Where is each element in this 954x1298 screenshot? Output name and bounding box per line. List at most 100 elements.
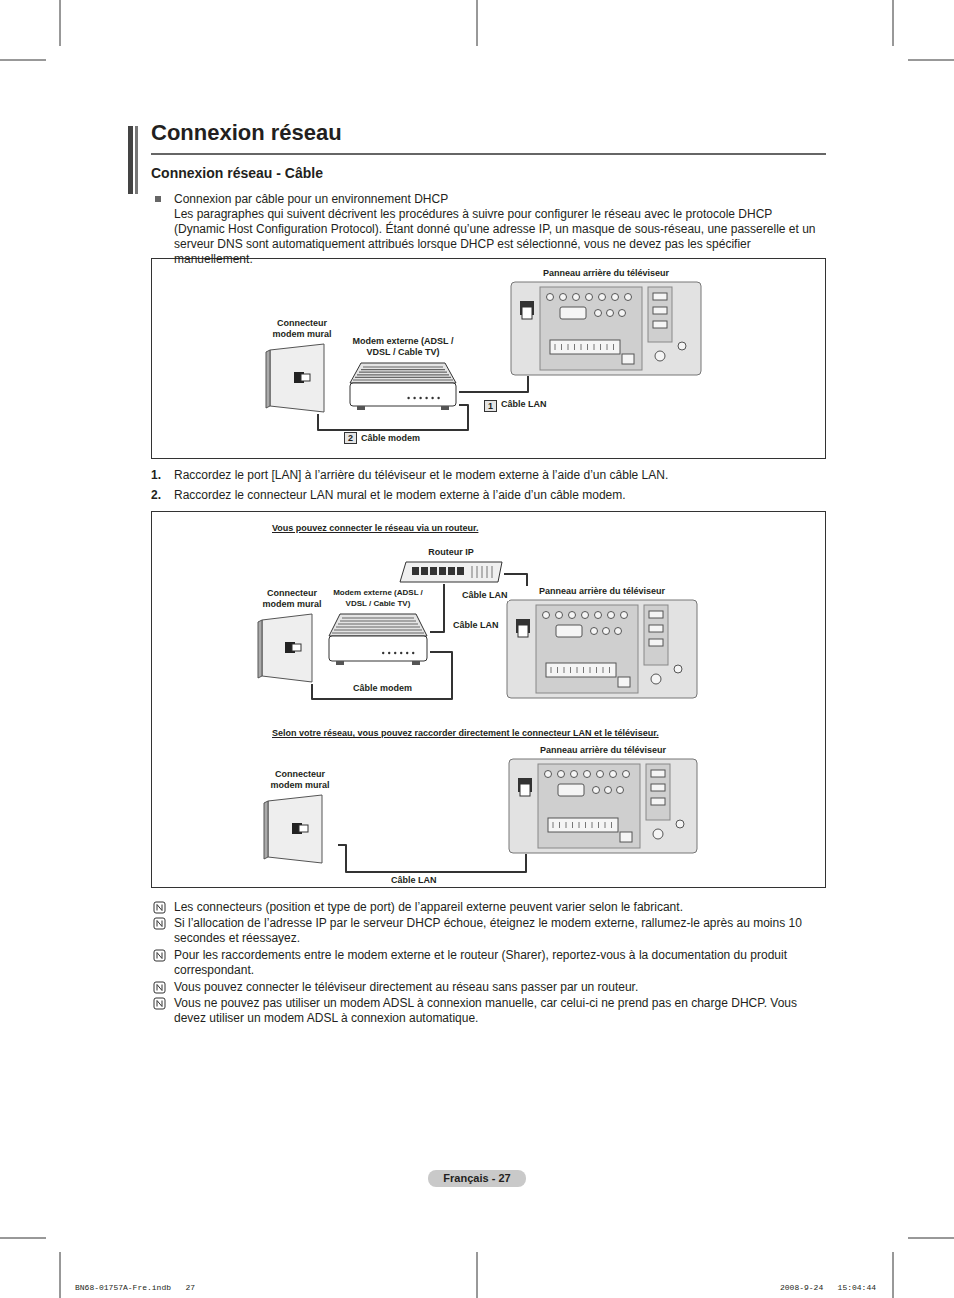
router-port — [457, 567, 464, 575]
modem-led — [394, 652, 396, 654]
antenna-port — [655, 351, 665, 361]
scart-pin — [594, 344, 595, 350]
router-port — [448, 567, 455, 575]
figure-frame — [152, 259, 826, 459]
crop-mark — [477, 0, 478, 46]
router-vent — [482, 566, 483, 578]
paragraph: Les paragraphes qui suivent décrivent le… — [174, 207, 826, 267]
optical-port — [618, 677, 630, 687]
scart-pin — [551, 667, 552, 673]
note-icon-glyph — [157, 905, 162, 911]
tv-panel — [507, 600, 697, 698]
crop-mark — [908, 1238, 954, 1239]
note-icon — [154, 950, 165, 961]
scart-pin — [587, 344, 588, 350]
pc-port — [558, 784, 584, 796]
modem-front — [350, 383, 456, 406]
optical-port — [620, 832, 632, 842]
lan-plug — [522, 307, 532, 319]
callout-number: 1 — [484, 400, 497, 412]
router-body — [400, 562, 502, 582]
device-illustration — [510, 281, 702, 376]
hdmi-panel — [648, 287, 672, 342]
modem-led — [406, 652, 408, 654]
wall-connector: Connecteur modem mural — [264, 318, 340, 414]
av-jack — [608, 612, 615, 619]
device-illustration — [347, 360, 459, 412]
scart-pin — [611, 822, 612, 828]
device-illustration — [256, 612, 328, 684]
modem-led — [413, 397, 415, 399]
hdmi-port — [649, 625, 663, 632]
scart-pin — [585, 822, 586, 828]
cable-label: Câble modem — [352, 683, 413, 694]
modem-led — [400, 652, 402, 654]
modem-led — [388, 652, 390, 654]
audio-jack — [603, 628, 610, 635]
spdif-port — [678, 342, 686, 350]
hdmi-port — [653, 321, 667, 328]
step-number: 2. — [151, 488, 161, 503]
av-jack — [569, 612, 576, 619]
page-title: Connexion réseau — [151, 120, 342, 146]
router-vent — [487, 566, 488, 578]
scart-pin — [609, 667, 610, 673]
av-jack — [584, 771, 591, 778]
crop-mark — [60, 0, 61, 46]
device-label: Panneau arrière du téléviseur — [508, 745, 698, 756]
scart-pin — [572, 822, 573, 828]
av-jack — [599, 294, 606, 301]
tv-panel — [509, 759, 697, 853]
bullet-text: Connexion par câble pour un environnemen… — [174, 192, 824, 207]
modem-device: Modem externe (ADSL / VDSL / Cable TV) — [326, 587, 430, 667]
cable-label: Câble LAN — [461, 590, 509, 601]
scart-pin — [564, 667, 565, 673]
av-jack — [623, 771, 630, 778]
tv-rear-panel: Panneau arrière du téléviseur — [508, 745, 698, 854]
device-label: Connecteur modem mural — [262, 769, 338, 791]
av-panel — [536, 605, 638, 693]
note-text: Si l’allocation de l’adresse IP par le s… — [174, 916, 822, 946]
step-text: Raccordez le port [LAN] à l’arrière du t… — [174, 468, 824, 483]
modem-stripe — [336, 626, 420, 627]
hdmi-port — [649, 611, 663, 618]
title-bar — [135, 126, 138, 194]
av-jack — [610, 771, 617, 778]
cable — [504, 574, 527, 586]
figure-frame — [152, 512, 826, 888]
note-icon-glyph — [157, 985, 162, 991]
modem-led — [437, 397, 439, 399]
audio-jack — [619, 310, 626, 317]
scart-pin — [574, 344, 575, 350]
scart-pin — [566, 822, 567, 828]
bullet-square — [155, 196, 161, 202]
scart-port — [550, 340, 620, 354]
scart-pin — [600, 344, 601, 350]
modem-foot — [412, 661, 420, 665]
modem-led — [407, 397, 409, 399]
audio-jack — [591, 628, 598, 635]
note-icons — [154, 902, 165, 1009]
tv-rear-panel: Panneau arrière du téléviseur — [510, 268, 702, 376]
av-panel — [538, 764, 640, 848]
router-vent — [477, 566, 478, 578]
wall-connector: Connecteur modem mural — [262, 769, 338, 865]
modem-stripe — [355, 377, 451, 378]
lan-plug — [518, 625, 528, 637]
device-label: Panneau arrière du téléviseur — [510, 268, 702, 279]
device-illustration — [508, 758, 698, 854]
modem-plug — [292, 644, 301, 651]
crop-mark — [893, 1252, 894, 1298]
optical-port — [622, 354, 634, 364]
modem-top — [350, 363, 456, 383]
modem-led — [382, 652, 384, 654]
hdmi-port — [649, 639, 663, 646]
audio-jack — [595, 310, 602, 317]
audio-jack — [593, 787, 600, 794]
spdif-port — [676, 820, 684, 828]
router-port — [430, 567, 437, 575]
print-mark: BN68-01757A-Fre.indb 27 — [75, 1283, 195, 1293]
av-jack — [545, 771, 552, 778]
note-text: Les connecteurs (position et type de por… — [174, 900, 822, 915]
av-jack — [571, 771, 578, 778]
